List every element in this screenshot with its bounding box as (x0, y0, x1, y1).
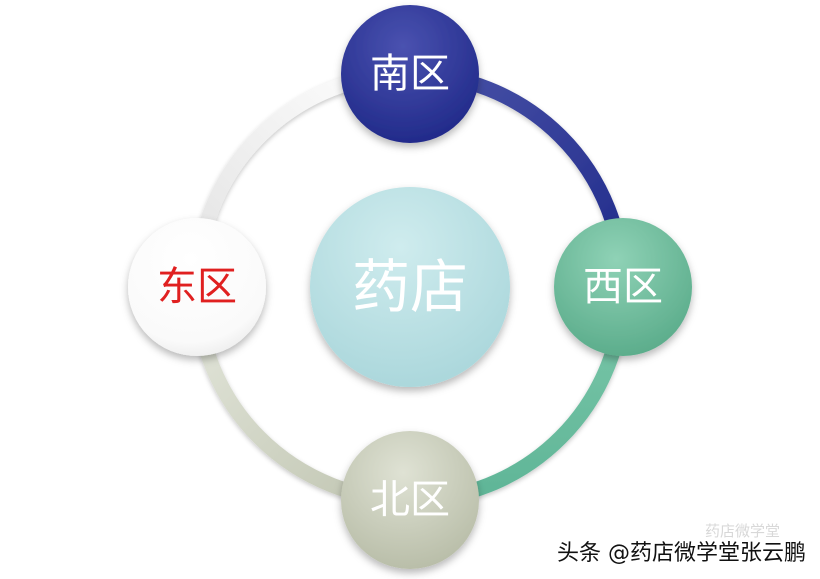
node-north-label: 北区 (370, 477, 450, 523)
watermark-ghost-text: 药店微学堂 (704, 522, 780, 540)
center-node-label: 药店 (352, 253, 468, 321)
node-south: 南区 (341, 5, 479, 143)
node-west-label: 西区 (583, 264, 663, 310)
node-east: 东区 (128, 218, 266, 356)
node-east-label: 东区 (157, 264, 237, 310)
watermark-text: 头条 @药店微学堂张云鹏 (557, 541, 806, 566)
node-north: 北区 (341, 431, 479, 569)
node-south-label: 南区 (370, 51, 450, 97)
node-west: 西区 (554, 218, 692, 356)
center-node: 药店 (310, 187, 510, 387)
